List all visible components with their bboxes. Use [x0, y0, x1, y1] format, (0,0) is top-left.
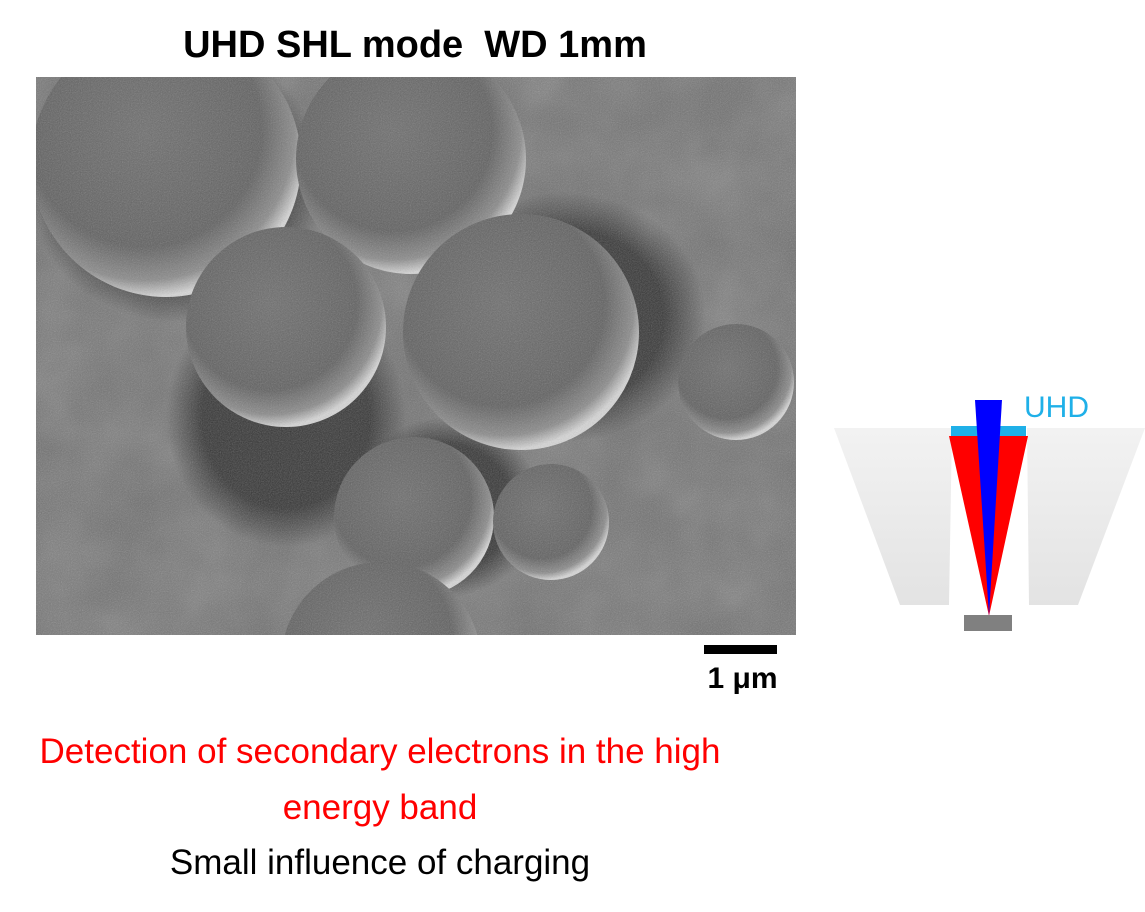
scale-bar: [704, 645, 777, 654]
sem-micrograph: [36, 77, 796, 635]
uhd-detector-label: UHD: [1024, 391, 1089, 424]
scale-bar-label: 1 μm: [707, 662, 778, 695]
detector-schematic: [834, 400, 1145, 631]
primary-beam: [975, 400, 1002, 616]
caption-highlight: Detection of secondary electrons in the …: [39, 732, 721, 827]
specimen: [964, 615, 1012, 631]
figure-title: UHD SHL mode WD 1mm: [183, 24, 647, 66]
lens-pole-left: [834, 428, 952, 605]
lens-pole-right: [1027, 428, 1145, 605]
uhd-detector-right: [998, 426, 1026, 436]
caption-note: Small influence of charging: [169, 843, 591, 882]
uhd-detector-left: [951, 426, 979, 436]
